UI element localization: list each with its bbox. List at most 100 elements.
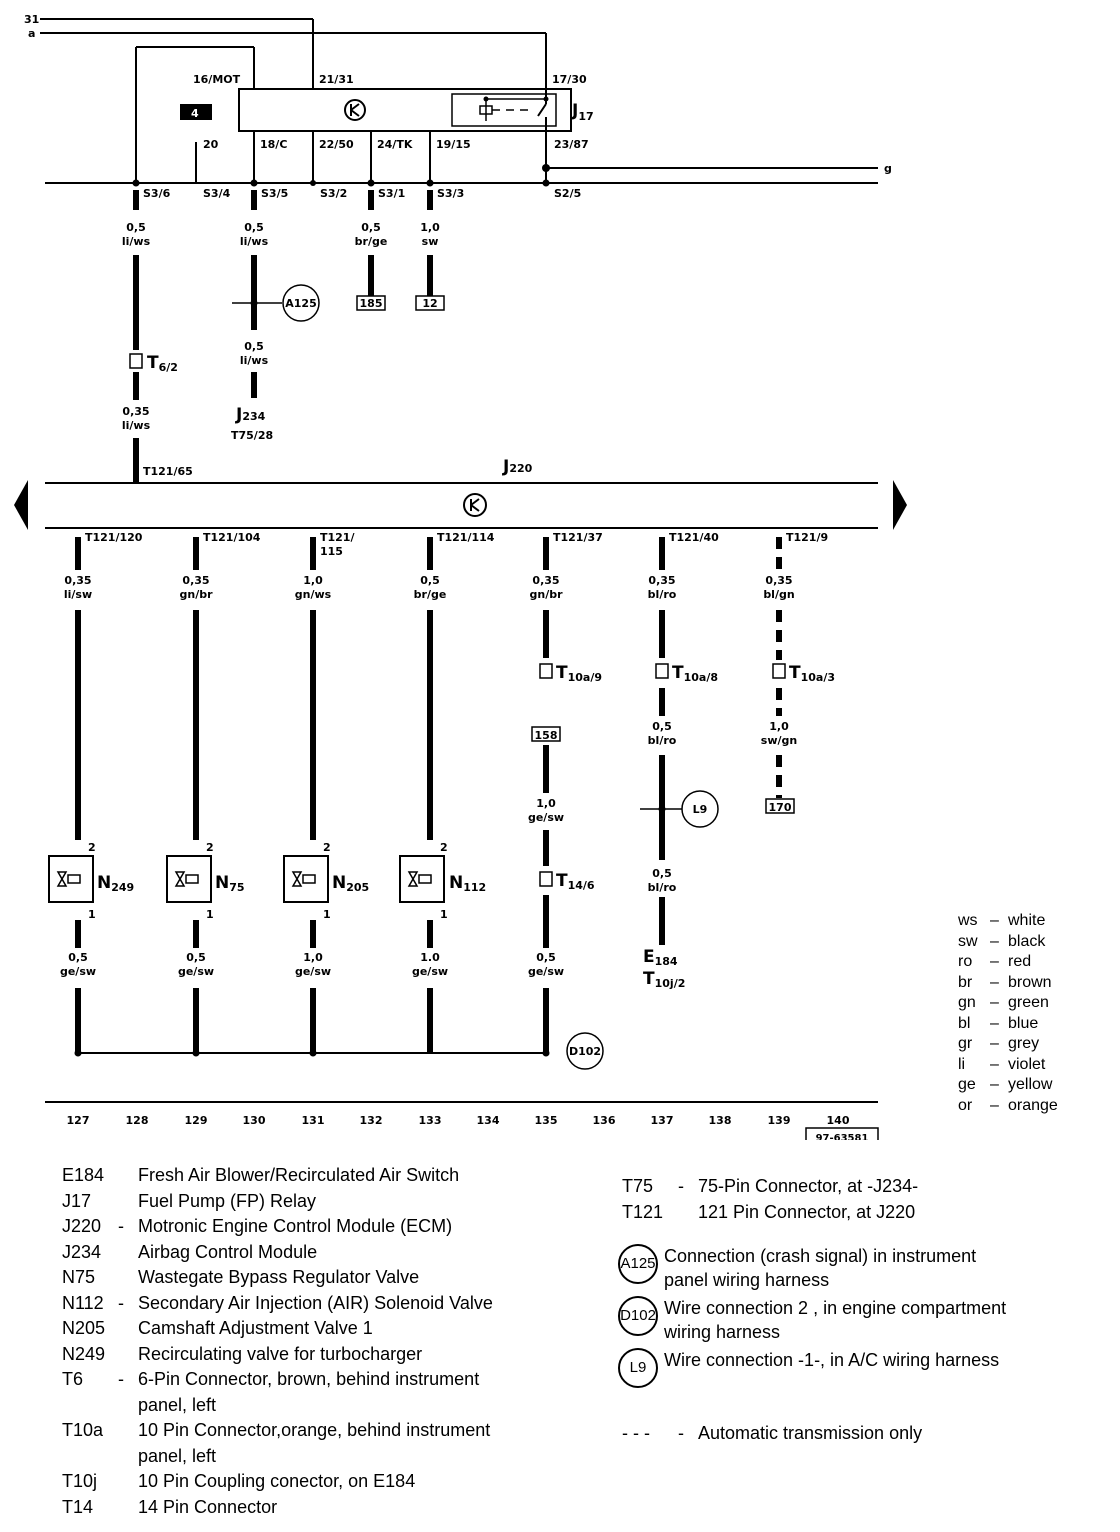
- wire-size: 0,5: [126, 221, 146, 234]
- splice-s3-5: S3/5: [261, 187, 288, 200]
- color-key-row: br–brown: [958, 973, 1052, 991]
- valve-pin-1: 1: [206, 908, 214, 921]
- wire-size: 1.0: [420, 951, 440, 964]
- ecm-pin-115-b: 115: [320, 545, 343, 558]
- legend-row-cont: panel, left: [138, 1445, 217, 1466]
- ref-170: 170: [769, 801, 792, 814]
- wire-size: 0,35: [765, 574, 792, 587]
- color-key-row: bl–blue: [958, 1014, 1039, 1032]
- grid-number: 137: [651, 1114, 674, 1127]
- color-key-row: ge–yellow: [958, 1076, 1053, 1093]
- ref-185: 185: [360, 297, 383, 310]
- connector-t10a-9: T10a/9: [556, 663, 602, 684]
- ecm-pin-120: T121/120: [85, 531, 143, 544]
- connection-a125: A125: [285, 297, 316, 310]
- connector-t14: T14/6: [556, 871, 595, 892]
- legend-row: J220-Motronic Engine Control Module (ECM…: [62, 1216, 453, 1236]
- connector-t10a-3: T10a/3: [789, 663, 835, 684]
- grid-number: 133: [419, 1114, 442, 1127]
- wire-size: 1,0: [420, 221, 440, 234]
- ref-158: 158: [535, 729, 558, 742]
- relay-pin-18-c: 18/C: [260, 138, 287, 151]
- wire-color: ge/sw: [528, 811, 564, 824]
- ecm-pin-37: T121/37: [553, 531, 603, 544]
- splice-s3-3: S3/3: [437, 187, 464, 200]
- relay-pin-23-87: 23/87: [554, 138, 589, 151]
- wire-color: ge/sw: [295, 965, 331, 978]
- wire-color: gn/br: [179, 588, 213, 601]
- connector-t6: T6/2: [147, 353, 178, 374]
- grid-number: 130: [243, 1114, 266, 1127]
- grid-number: 138: [709, 1114, 732, 1127]
- grid-number: 127: [67, 1114, 90, 1127]
- grid-number: 139: [768, 1114, 791, 1127]
- wire-size: 0,5: [420, 574, 440, 587]
- grid-number: 136: [593, 1114, 616, 1127]
- splice-s2-5: S2/5: [554, 187, 581, 200]
- wire-size: 1,0: [769, 720, 789, 733]
- connector-t10j: T10j/2: [643, 969, 685, 990]
- wire-size: 0,35: [122, 405, 149, 418]
- valve-pin-2: 2: [88, 841, 96, 854]
- wire-color: li/ws: [122, 235, 151, 248]
- wiring-diagram: 31 a g 16/MOT 21/31 17/30 4 J17 18/C 22/…: [14, 13, 907, 1140]
- wire-size: 0,5: [652, 867, 672, 880]
- wire-size: 1,0: [303, 574, 323, 587]
- wire-size: 0,5: [652, 720, 672, 733]
- grid-number: 131: [302, 1114, 325, 1127]
- relay-label: J17: [571, 101, 594, 123]
- wire-size: 0,35: [648, 574, 675, 587]
- color-key-row: or–orange: [958, 1096, 1058, 1114]
- wire-color: br/ge: [414, 588, 447, 601]
- grid-number: 135: [535, 1114, 558, 1127]
- wire-color: ge/sw: [60, 965, 96, 978]
- line-g-label: g: [884, 162, 892, 175]
- ecm-pin-9: T121/9: [786, 531, 828, 544]
- wire-color: sw/gn: [761, 734, 797, 747]
- splice-s3-6: S3/6: [143, 187, 171, 200]
- wire-size: 1,0: [536, 797, 556, 810]
- wire-color: sw: [422, 235, 439, 248]
- color-key-row: ws–white: [958, 912, 1046, 929]
- valve-pin-1: 1: [88, 908, 96, 921]
- wire-color: ge/sw: [412, 965, 448, 978]
- color-key-row: ro–red: [958, 953, 1032, 970]
- ecm-pin-65: T121/65: [143, 465, 193, 478]
- ref-12: 12: [422, 297, 437, 310]
- wire-size: 0,35: [64, 574, 91, 587]
- pin-20: 20: [203, 138, 219, 151]
- wire-color: bl/ro: [648, 588, 677, 601]
- relay-pin-21-31: 21/31: [319, 73, 354, 86]
- wire-color: li/ws: [240, 235, 269, 248]
- line-a-label: a: [28, 27, 35, 40]
- wire-color: br/ge: [355, 235, 388, 248]
- relay-pin-17-30: 17/30: [552, 73, 587, 86]
- legend-note-row: - - --Automatic transmission only: [622, 1423, 923, 1443]
- wire-size: 0,5: [244, 221, 264, 234]
- ecm-label: J220: [502, 457, 533, 477]
- splice-s3-4: S3/4: [203, 187, 231, 200]
- connector-t10a-8: T10a/8: [672, 663, 718, 684]
- legend-note: - - --Automatic transmission only: [622, 1421, 922, 1447]
- valve-pin-1: 1: [440, 908, 448, 921]
- connector-j234: J234: [235, 405, 266, 425]
- splice-s3-2: S3/2: [320, 187, 347, 200]
- connection-d102: D102: [569, 1045, 601, 1058]
- color-key-row: gr–grey: [958, 1035, 1040, 1052]
- relay-pin-22-50: 22/50: [319, 138, 354, 151]
- wire-size: 0,35: [532, 574, 559, 587]
- valve-n75: N75: [215, 873, 245, 894]
